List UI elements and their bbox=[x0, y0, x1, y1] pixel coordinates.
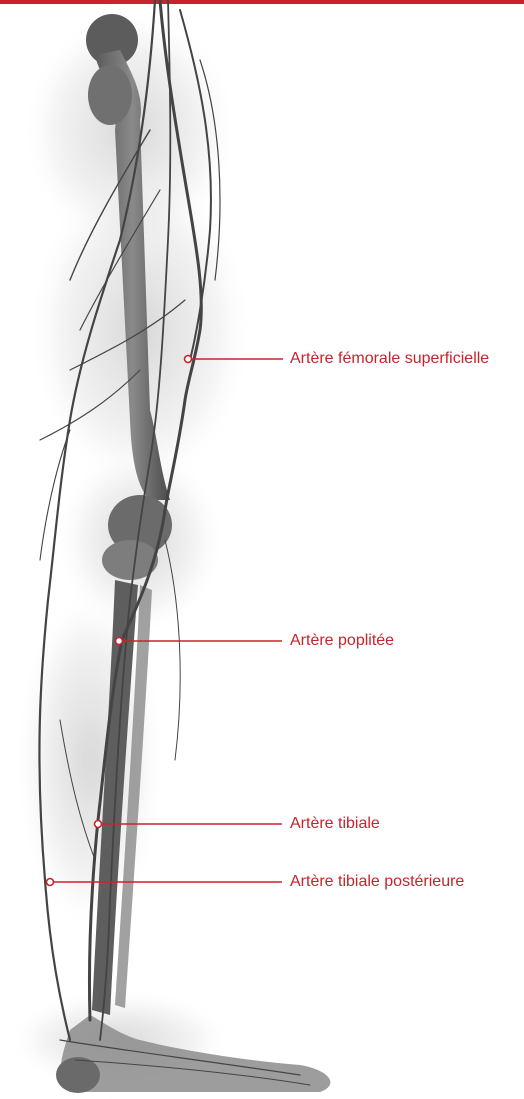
label-tibial-artery: Artère tibiale bbox=[290, 814, 380, 834]
callout-dot-tibial bbox=[95, 821, 102, 828]
callout-dot-popliteal bbox=[116, 638, 123, 645]
callout-dot-femoral bbox=[185, 356, 192, 363]
label-femoral-artery: Artère fémorale superficielle bbox=[290, 349, 489, 369]
label-posterior-tibial-artery: Artère tibiale postérieure bbox=[290, 872, 464, 892]
label-popliteal-artery: Artère poplitée bbox=[290, 631, 394, 651]
callout-dot-posterior-tibial bbox=[47, 879, 54, 886]
